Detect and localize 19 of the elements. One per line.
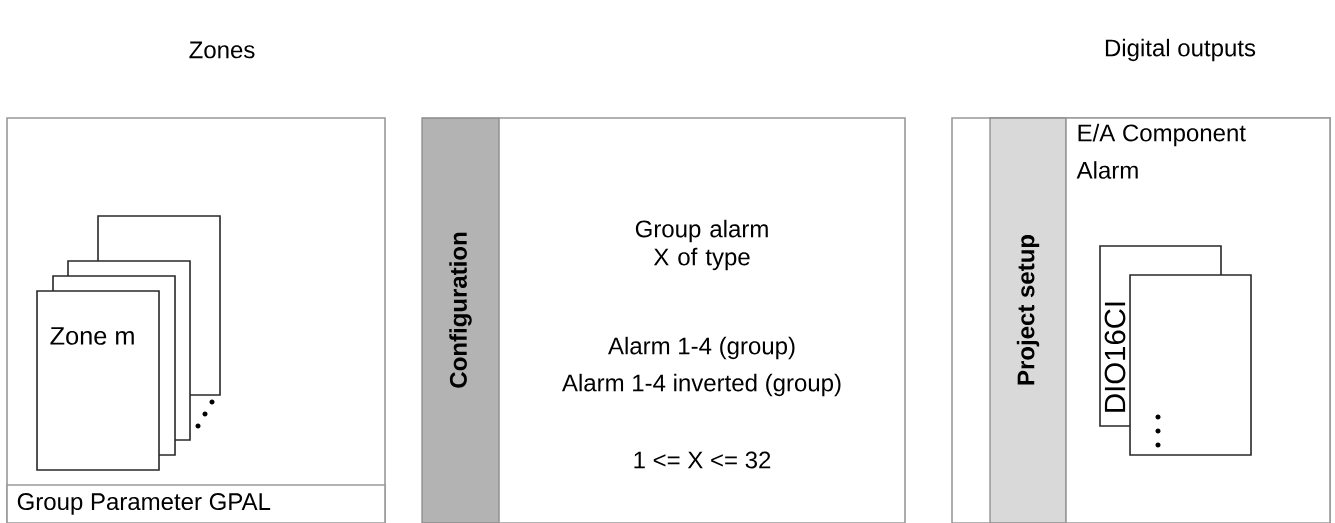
parameter-cell [6, 484, 386, 523]
module-card [1129, 274, 1252, 456]
side-band [421, 117, 500, 523]
cell-text: Group Parameter GPAL [17, 493, 271, 515]
side-band [989, 117, 1067, 523]
text: Group alarm X of type [635, 219, 768, 271]
text: Alarm [1076, 161, 1138, 179]
content-box [498, 117, 906, 523]
text: 1 <= X <= 32 [634, 451, 771, 469]
panel-title: Zones [189, 41, 255, 59]
card-label: DIO16CI [1104, 302, 1126, 412]
band-label: Project setup [1016, 235, 1040, 385]
zone-page [36, 290, 160, 471]
text: Alarm 1-4 inverted (group) [562, 373, 841, 397]
band-label: Configuration [449, 232, 472, 388]
page-label: Zone m [50, 327, 134, 345]
text: E/A Component [1078, 123, 1246, 147]
panel-title: Digital outputs [1105, 38, 1256, 62]
text: Alarm 1-4 (group) [608, 336, 795, 360]
